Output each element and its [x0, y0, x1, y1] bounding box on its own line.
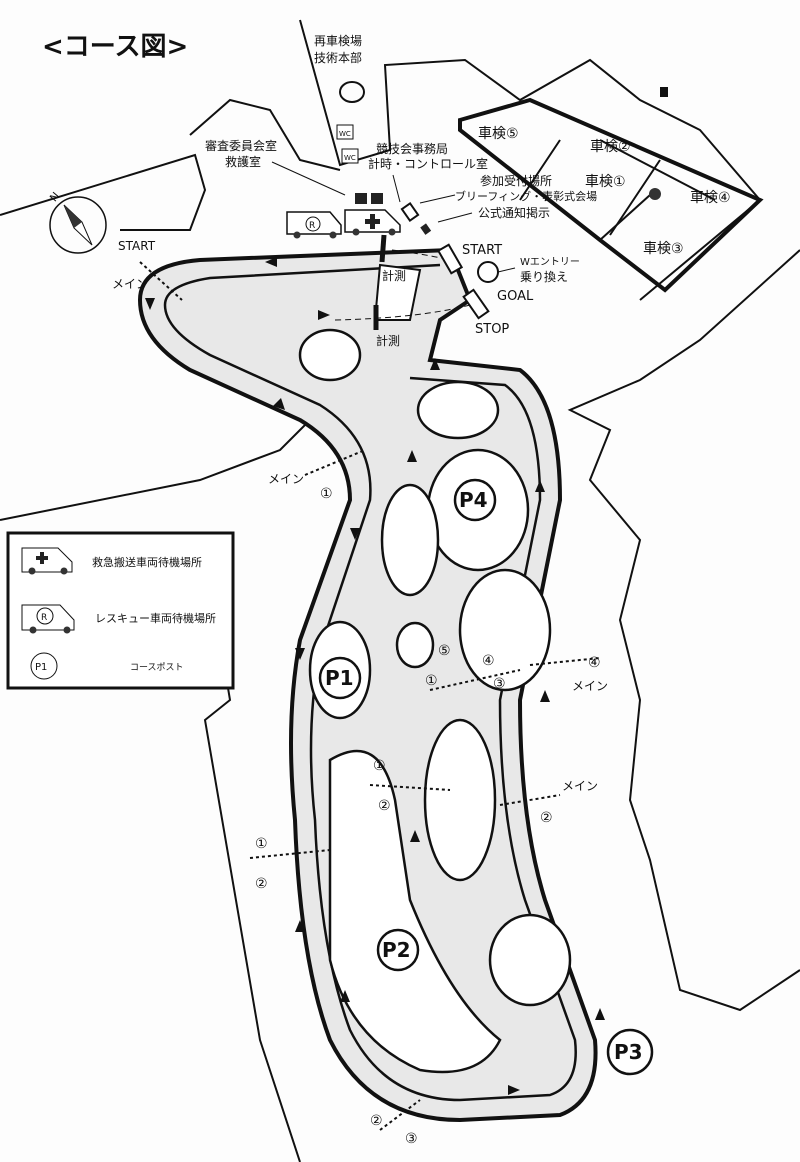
reception-label: 参加受付場所: [480, 173, 552, 188]
building-icon: [355, 193, 367, 204]
judges-room-label: 審査委員会室: [205, 138, 277, 153]
rescue-mark: R: [41, 613, 47, 623]
wc-label: WC: [339, 130, 351, 138]
legend-course-post-label: コースポスト: [130, 662, 184, 673]
inspection-2: 車検②: [590, 138, 631, 155]
tech-hq-label: 技術本部: [314, 50, 362, 65]
ambulance-icon: [21, 547, 73, 575]
course-post-p1: P1: [318, 656, 362, 700]
marshal-post-number: ①: [425, 673, 438, 689]
notice-board-icon: [400, 202, 420, 222]
main-label: メイン: [112, 277, 148, 291]
rescue-vehicle-icon: R: [21, 604, 75, 634]
wc-icon: [341, 148, 359, 164]
marshal-post-number: ①: [373, 758, 386, 774]
reception-icon: [420, 223, 432, 235]
marshal-post-number: ③: [405, 1131, 418, 1147]
building-icon: [371, 193, 383, 204]
map-title: <コース図>: [42, 32, 188, 62]
rescue-vehicle-icon: R: [286, 211, 342, 239]
marshal-post-number: ②: [540, 810, 553, 826]
legend: 救急搬送車両待機場所 R レスキュー車両待機場所 P1 コースポスト: [6, 531, 235, 690]
inspection-5: 車検⑤: [478, 125, 519, 142]
main-label: メイン: [562, 779, 598, 793]
marshal-post-number: ①: [255, 836, 268, 852]
notice-board-label: 公式通知掲示: [478, 205, 550, 220]
ambulance-icon: [344, 209, 401, 236]
stop-label: STOP: [475, 322, 509, 337]
post-label: P3: [614, 1040, 643, 1064]
reinspection-marker: [339, 81, 365, 103]
post-mark: P1: [35, 662, 47, 673]
start-timing-line: [379, 234, 387, 263]
w-entry-label: Wエントリー: [520, 257, 580, 268]
leader-line: [392, 174, 401, 203]
legend-ambulance-label: 救急搬送車両待機場所: [92, 555, 202, 569]
leader-line: [271, 161, 346, 196]
marshal-post-number: ④: [588, 655, 601, 671]
course-post-icon: P1: [30, 652, 58, 680]
marshal-post-number: ④: [482, 653, 495, 669]
wc-icon: [336, 124, 354, 140]
goal-label: GOAL: [497, 289, 534, 304]
post-label: P4: [459, 488, 488, 512]
marshal-lines: [249, 449, 601, 1131]
briefing-label: ブリーフィング・表彰式会場: [455, 189, 597, 203]
course-post-p4: P4: [453, 478, 497, 522]
timing-label: 計測: [382, 268, 406, 283]
office-label: 競技会事務局: [376, 141, 448, 156]
inspection-center-marker: [649, 188, 661, 200]
course-track: [137, 247, 598, 1123]
marshal-post-number: ②: [370, 1113, 383, 1129]
w-entry-marker: [477, 261, 499, 283]
post-label: P1: [325, 666, 354, 690]
direction-arrows: [145, 257, 605, 1095]
marshal-post-number: ①: [320, 486, 333, 502]
inspection-marker: [660, 87, 668, 97]
course-post-p3: P3: [606, 1028, 654, 1076]
marshal-post-number: ③: [493, 676, 506, 692]
w-entry-transfer-label: 乗り換え: [520, 270, 568, 284]
inspection-3: 車検③: [643, 240, 684, 257]
reinspection-label: 再車検場: [314, 34, 362, 48]
north-compass-icon: N: [47, 190, 107, 254]
rescue-mark: R: [309, 221, 315, 231]
start-label: START: [462, 243, 502, 258]
main-label: メイン: [268, 472, 304, 486]
timing-label: 計測: [376, 333, 400, 348]
course-post-p2: P2: [376, 928, 420, 972]
leader-line: [419, 194, 456, 204]
timing-room-label: 計時・コントロール室: [368, 156, 488, 171]
leader-line: [437, 212, 473, 223]
inspection-1: 車検①: [585, 173, 626, 190]
post-label: P2: [382, 938, 411, 962]
goal-gate: [462, 288, 490, 320]
first-aid-label: 救護室: [225, 154, 261, 169]
inspection-4: 車検④: [690, 189, 731, 206]
marshal-post-number: ⑤: [438, 643, 451, 659]
marshal-post-number: ②: [255, 876, 268, 892]
start-gate: [436, 243, 464, 275]
legend-rescue-label: レスキュー車両待機場所: [95, 611, 216, 625]
main-label: メイン: [572, 679, 608, 693]
wc-label: WC: [344, 154, 356, 162]
north-label: N: [47, 190, 62, 205]
start-left-label: START: [118, 239, 156, 253]
marshal-post-number: ②: [378, 798, 391, 814]
